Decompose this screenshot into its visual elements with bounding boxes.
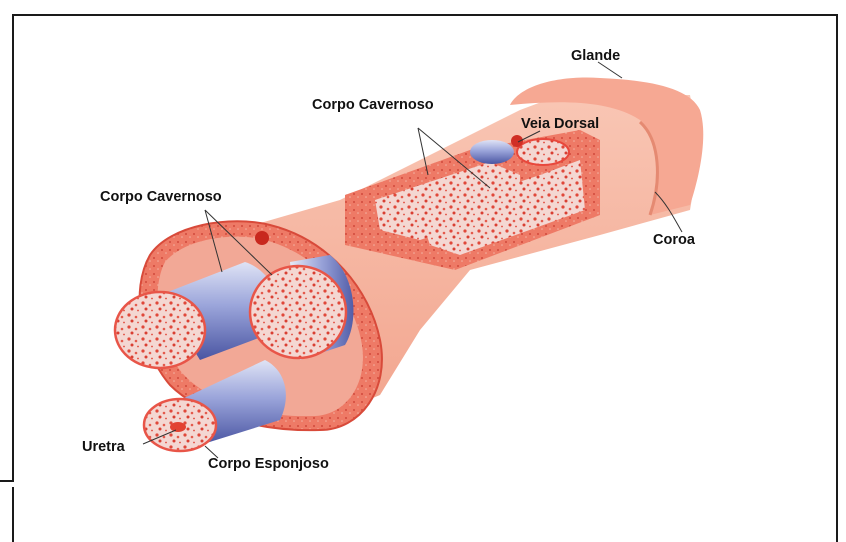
cavernosum-right-face <box>250 266 346 358</box>
label-glande: Glande <box>571 49 620 64</box>
label-coroa: Coroa <box>653 233 695 248</box>
label-corpo-cavernoso-left: Corpo Cavernoso <box>100 190 222 205</box>
deep-artery-dot <box>255 231 269 245</box>
dorsal-vein-dot <box>511 135 523 147</box>
cavernosum-left-face <box>115 292 205 368</box>
urethra-opening <box>170 422 186 432</box>
leader-glande <box>598 62 622 78</box>
label-corpo-cavernoso-top: Corpo Cavernoso <box>312 98 434 113</box>
label-uretra: Uretra <box>82 440 125 455</box>
label-veia-dorsal: Veia Dorsal <box>521 117 599 132</box>
label-corpo-esponjoso: Corpo Esponjoso <box>208 457 329 472</box>
top-vessel-1 <box>470 140 514 164</box>
top-vessel-2 <box>517 139 569 165</box>
